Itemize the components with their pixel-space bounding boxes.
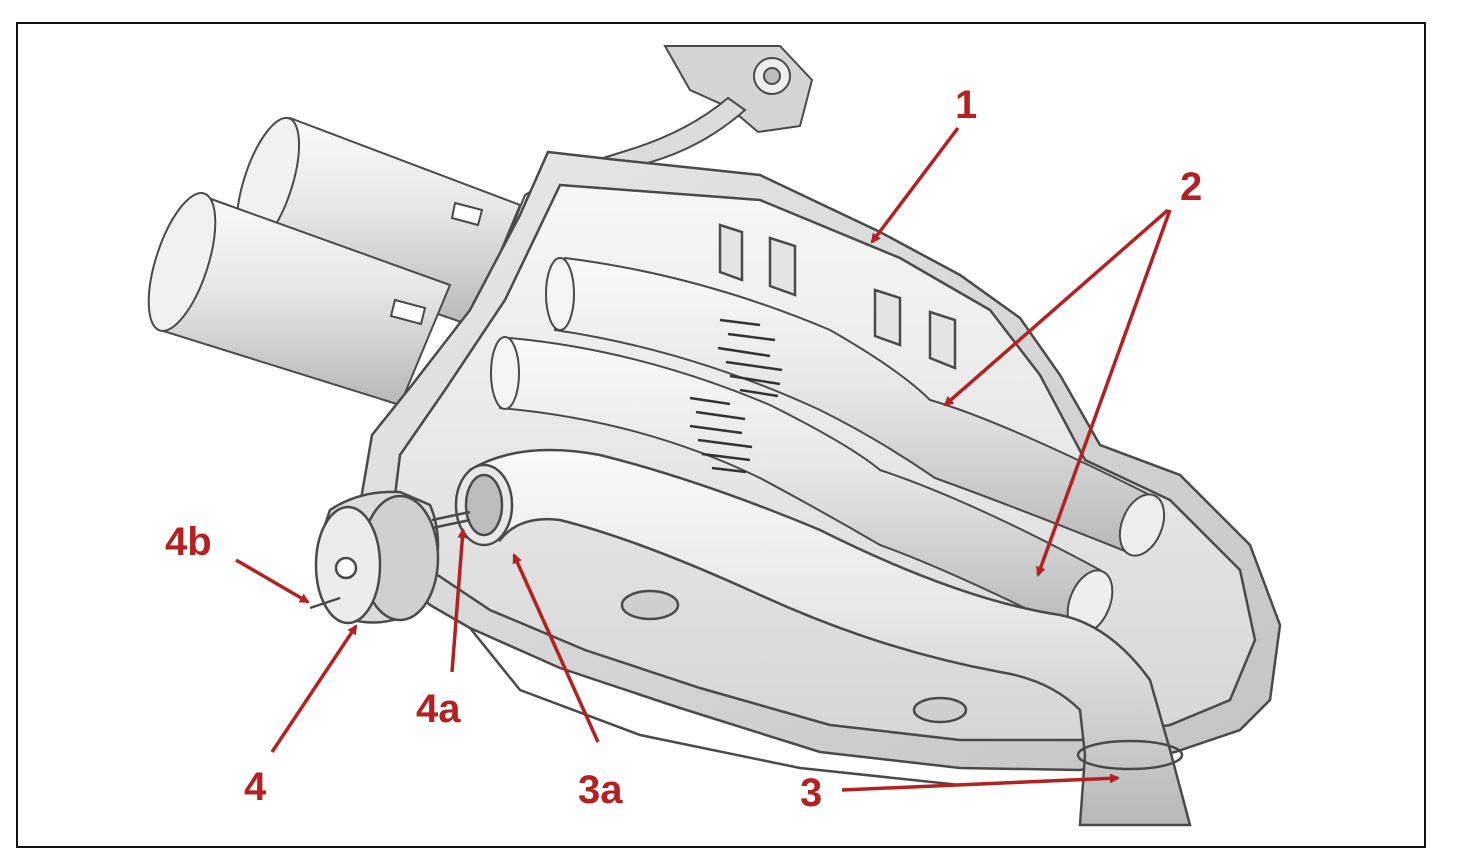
- callout-arrow-4b: [235, 558, 310, 604]
- inlet-pipe: [454, 448, 1192, 827]
- callout-arrow-4: [270, 624, 358, 753]
- perforated-tubes: [490, 256, 1166, 637]
- vacuum-actuator: [309, 490, 471, 625]
- label-part-3a: 3a: [578, 768, 623, 812]
- hanger-bracket: [508, 45, 814, 242]
- label-part-1: 1: [955, 83, 977, 127]
- label-part-4: 4: [244, 765, 267, 809]
- label-part-2: 2: [1180, 165, 1202, 209]
- label-part-4b: 4b: [165, 520, 212, 564]
- callout-arrow-3a: [512, 553, 600, 743]
- callout-arrow-4a: [450, 528, 468, 673]
- label-part-3: 3: [800, 771, 822, 815]
- callout-arrow-2-upper: [943, 208, 1170, 407]
- label-part-4a: 4a: [416, 687, 461, 731]
- callout-arrow-2-lower: [1036, 209, 1172, 577]
- callout-arrow-3: [841, 773, 1120, 792]
- callout-arrow-1: [870, 126, 960, 244]
- callout-arrows: [235, 126, 1172, 792]
- tailpipes: [147, 116, 522, 407]
